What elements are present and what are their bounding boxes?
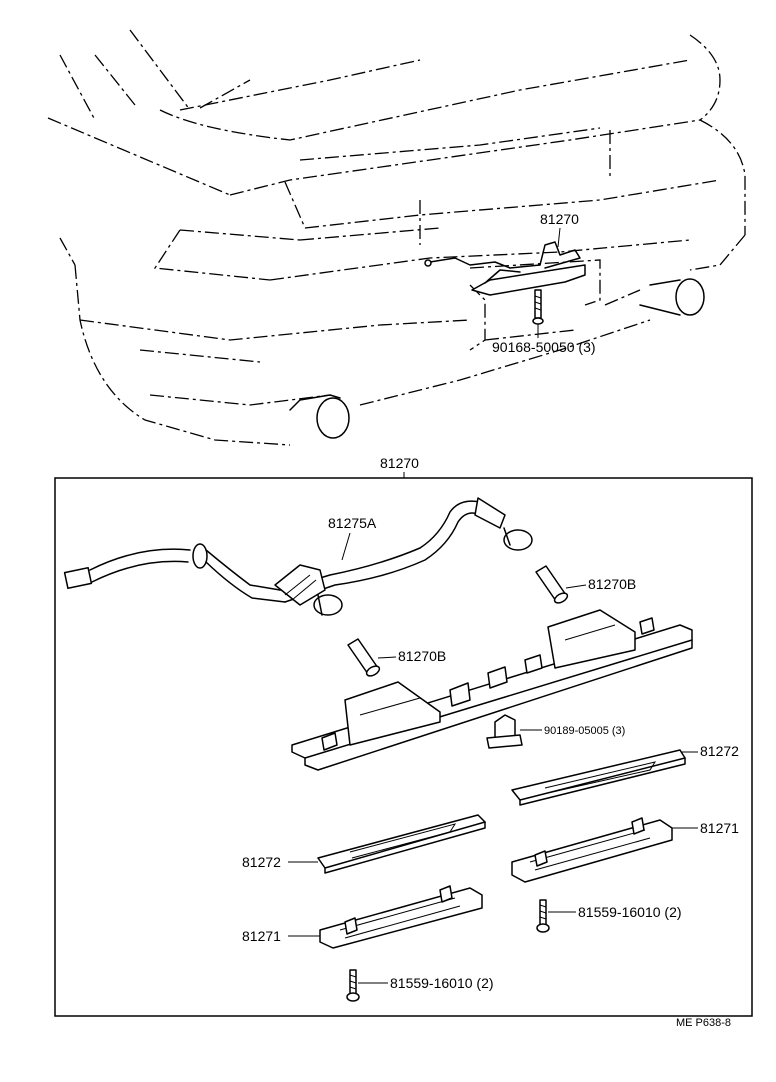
screw-right: [536, 899, 550, 933]
lamp-base: [291, 609, 693, 771]
label-housing-left: 81271: [242, 928, 281, 944]
label-screw-left: 81559-16010 (2): [390, 975, 494, 991]
label-housing-right: 81271: [700, 820, 739, 836]
lens-right: [511, 749, 686, 806]
bulb-right: [535, 565, 569, 604]
wire-harness: [63, 497, 533, 616]
vehicle-rear-view: [47, 29, 746, 446]
label-harness: 81275A: [328, 515, 377, 531]
label-lens-right: 81272: [700, 743, 739, 759]
box-title: 81270: [380, 455, 419, 471]
nut: [486, 714, 523, 749]
label-lens-left: 81272: [242, 854, 281, 870]
label-bulb-left: 81270B: [398, 648, 446, 664]
housing-right: [511, 817, 673, 883]
exploded-view-frame: [54, 477, 753, 1017]
label-top-screw: 90168-50050 (3): [492, 339, 596, 355]
footer-code: ME P638-8: [676, 1017, 731, 1029]
label-screw-right: 81559-16010 (2): [578, 904, 682, 920]
housing-left: [319, 885, 483, 949]
label-bulb-right: 81270B: [588, 576, 636, 592]
screw-left: [346, 969, 360, 1002]
lens-left: [317, 814, 486, 874]
label-top-assembly: 81270: [540, 211, 579, 227]
label-nut: 90189-05005 (3): [544, 725, 625, 737]
bulb-left: [347, 638, 381, 677]
